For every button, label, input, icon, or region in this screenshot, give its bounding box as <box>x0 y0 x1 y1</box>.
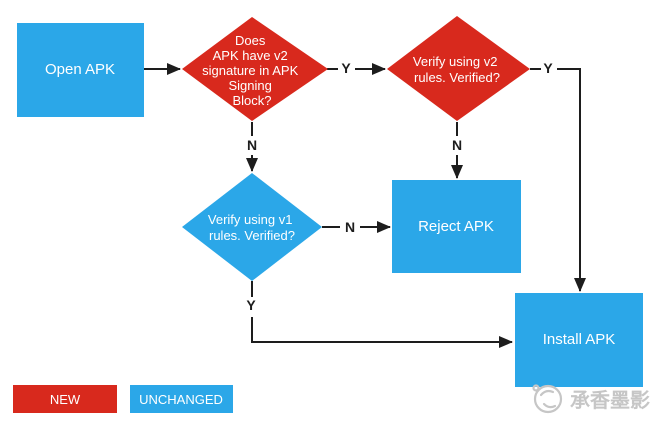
node-reject-apk: Reject APK <box>392 180 521 273</box>
verify-v2-label: Verify using v2 rules. Verified? <box>413 54 501 85</box>
label-line: APK have v2 <box>213 48 288 63</box>
legend-new-label: NEW <box>50 392 81 407</box>
node-verify-v2: Verify using v2 rules. Verified? <box>387 16 530 121</box>
watermark-logo-circle <box>533 384 563 414</box>
watermark-logo-dot <box>532 384 540 392</box>
node-verify-v1: Verify using v1 rules. Verified? <box>182 173 322 281</box>
has-v2-signature-diamond <box>182 17 328 121</box>
label-line: Signing <box>229 78 272 93</box>
watermark-logo-curve <box>539 389 555 397</box>
edge-label-verifyv2-no: N <box>452 137 462 153</box>
edge-label-hasv2-no: N <box>247 137 257 153</box>
watermark: 承香墨影 <box>532 384 650 414</box>
label-line: Does <box>235 33 266 48</box>
label-line: Verify using v2 <box>413 54 498 69</box>
verify-v2-diamond <box>387 16 530 121</box>
verify-v1-label: Verify using v1 rules. Verified? <box>208 212 296 243</box>
node-has-v2-signature: Does APK have v2 signature in APK Signin… <box>182 17 328 121</box>
watermark-logo-tail <box>542 402 557 409</box>
label-line: Block? <box>232 93 271 108</box>
edge-label-verifyv1-yes: Y <box>246 297 256 313</box>
label-line: rules. Verified? <box>414 70 500 85</box>
has-v2-signature-label: Does APK have v2 signature in APK Signin… <box>202 33 302 108</box>
install-apk-box <box>515 293 643 387</box>
legend: NEW UNCHANGED <box>13 385 233 413</box>
edge-labels: Y Y N N N Y <box>246 60 553 313</box>
open-apk-box <box>17 23 144 117</box>
edge-label-hasv2-yes: Y <box>341 60 351 76</box>
node-open-apk: Open APK <box>17 23 144 117</box>
watermark-name: 承香墨影 <box>570 389 650 412</box>
install-apk-label: Install APK <box>543 331 616 348</box>
open-apk-label: Open APK <box>45 61 115 78</box>
edges <box>144 63 586 348</box>
edge-label-verifyv2-yes: Y <box>543 60 553 76</box>
edge-label-verifyv1-no: N <box>345 219 355 235</box>
legend-unchanged-swatch <box>130 385 233 413</box>
verify-v1-diamond <box>182 173 322 281</box>
edge-verifyv2-yes-seg2 <box>557 68 586 292</box>
edge-verifyv1-yes-seg2 <box>251 317 513 348</box>
legend-new-swatch <box>13 385 117 413</box>
legend-unchanged-label: UNCHANGED <box>139 392 223 407</box>
label-line: signature in APK <box>202 63 298 78</box>
watermark-text: 承香墨影 <box>570 389 650 412</box>
node-install-apk: Install APK <box>515 293 643 387</box>
reject-apk-box <box>392 180 521 273</box>
label-line: Verify using v1 <box>208 212 293 227</box>
label-line: rules. Verified? <box>209 228 295 243</box>
watermark-logo <box>532 384 563 414</box>
reject-apk-label: Reject APK <box>418 218 494 235</box>
